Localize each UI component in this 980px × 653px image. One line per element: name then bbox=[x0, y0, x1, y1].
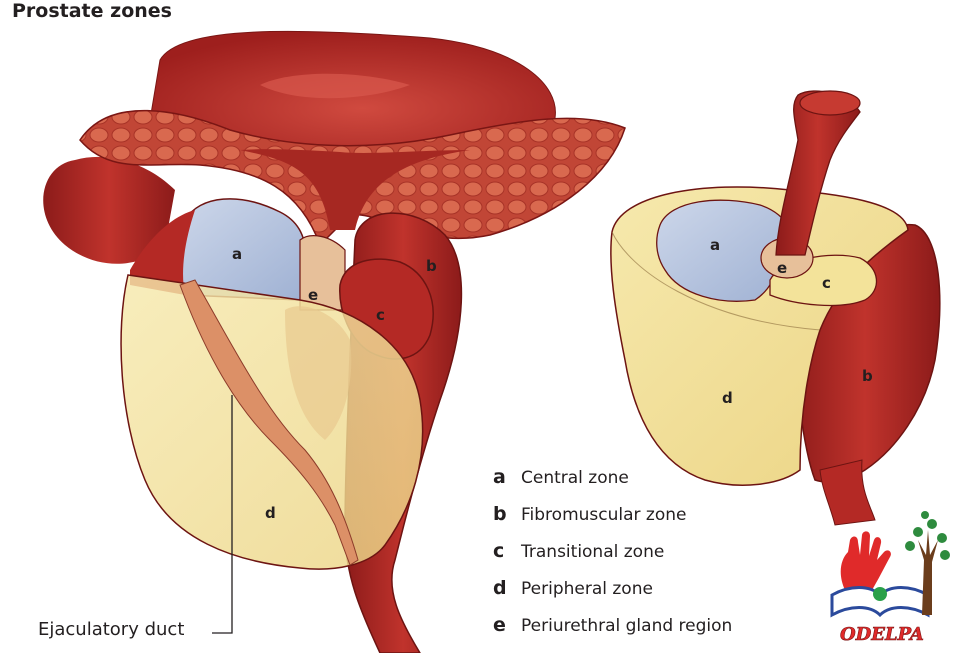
legend-key: b bbox=[493, 503, 507, 525]
zone-legend: a Central zone b Fibromuscular zone c Trans… bbox=[493, 466, 732, 651]
legend-item: c Transitional zone bbox=[493, 540, 732, 577]
cross-urethra-opening bbox=[799, 90, 861, 116]
zone-label-c-right: c bbox=[822, 274, 831, 292]
legend-item: b Fibromuscular zone bbox=[493, 503, 732, 540]
legend-text: Transitional zone bbox=[521, 542, 665, 562]
bladder-neck bbox=[240, 149, 470, 230]
logo-leaf bbox=[905, 541, 915, 551]
logo-leaf bbox=[913, 527, 923, 537]
logo-tree-trunk bbox=[918, 530, 938, 615]
cross-section-view: a e c d b bbox=[610, 90, 941, 526]
cross-urethra-bottom bbox=[819, 459, 876, 526]
legend-key: e bbox=[493, 614, 506, 636]
zone-label-e-left: e bbox=[308, 286, 318, 304]
zone-label-a-right: a bbox=[710, 236, 720, 254]
ejaculatory-duct-label: Ejaculatory duct bbox=[38, 619, 185, 640]
legend-key: d bbox=[493, 577, 507, 599]
legend-text: Periurethral gland region bbox=[521, 616, 733, 636]
left-red-lobe bbox=[43, 156, 175, 264]
bladder-highlight bbox=[260, 73, 410, 99]
cross-top-face bbox=[611, 231, 821, 331]
logo-hand-icon bbox=[840, 531, 891, 590]
zone-label-e-right: e bbox=[777, 259, 787, 277]
periurethral-region bbox=[299, 235, 346, 311]
zone-label-c-left: c bbox=[376, 306, 385, 324]
zone-label-d-right: d bbox=[722, 389, 733, 407]
zone-label-b-left: b bbox=[426, 257, 437, 275]
inner-shading bbox=[285, 306, 352, 440]
page-title: Prostate zones bbox=[12, 0, 172, 22]
ejaculatory-duct bbox=[179, 279, 359, 566]
seminal-wedge bbox=[130, 210, 195, 295]
logo-leaf bbox=[921, 511, 929, 519]
odelpa-logo: ODELPA bbox=[830, 511, 950, 645]
logo-leaf bbox=[927, 519, 937, 529]
legend-text: Peripheral zone bbox=[521, 579, 653, 599]
legend-item: d Peripheral zone bbox=[493, 577, 732, 614]
legend-item: a Central zone bbox=[493, 466, 732, 503]
duct-pointer-line bbox=[212, 395, 233, 634]
legend-key: a bbox=[493, 466, 506, 488]
legend-text: Fibromuscular zone bbox=[521, 505, 687, 525]
sagittal-view: a b e c d bbox=[43, 30, 626, 653]
zone-label-b-right: b bbox=[862, 367, 873, 385]
logo-wordmark: ODELPA bbox=[840, 624, 924, 645]
zone-label-a-left: a bbox=[232, 245, 242, 263]
legend-item: e Periurethral gland region bbox=[493, 614, 732, 651]
logo-leaf bbox=[940, 550, 950, 560]
legend-text: Central zone bbox=[521, 468, 629, 488]
zone-label-d-left: d bbox=[265, 504, 276, 522]
logo-leaf bbox=[937, 533, 947, 543]
legend-key: c bbox=[493, 540, 505, 562]
logo-cross-icon bbox=[873, 587, 887, 601]
